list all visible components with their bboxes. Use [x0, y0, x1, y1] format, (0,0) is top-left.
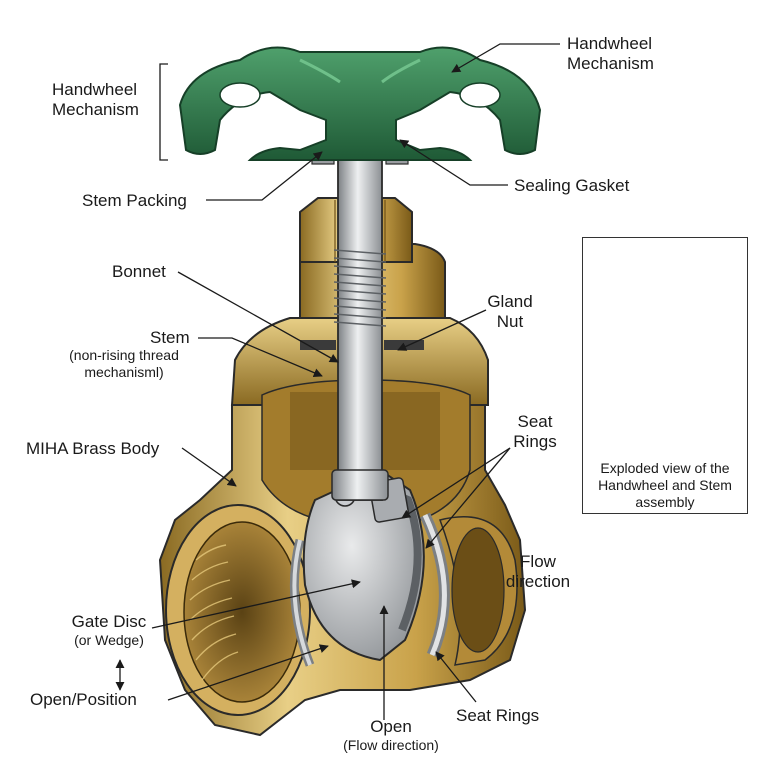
label-open: Open (Flow direction) — [343, 717, 439, 753]
label-stem-packing: Stem Packing — [82, 191, 187, 210]
inset-caption: Exploded view of the Handwheel and Stem … — [598, 460, 732, 510]
label-open-position: Open/Position — [30, 690, 137, 709]
label-seat-rings-bottom: Seat Rings — [456, 706, 540, 725]
exploded-view-inset — [582, 237, 748, 514]
label-stem-note: (non-rising thread mechanisml) — [69, 347, 179, 380]
label-gate-disc: Gate Disc (or Wedge) — [71, 612, 147, 648]
leader-lines — [115, 43, 560, 720]
label-bonnet: Bonnet — [112, 262, 166, 281]
label-handwheel-left: Handwheel Mechanism — [52, 80, 139, 119]
label-brass-body: MIHA Brass Body — [26, 439, 160, 458]
seat-rings — [289, 512, 450, 667]
label-handwheel-right: Handwheel Mechanism — [567, 34, 654, 73]
label-gland-nut: Gland Nut — [487, 292, 533, 331]
label-seat-rings-top: Seat Rings — [513, 412, 557, 451]
label-stem: Stem — [150, 328, 190, 347]
label-sealing-gasket: Sealing Gasket — [514, 176, 630, 195]
handwheel — [178, 46, 542, 161]
label-flow-direction: Flow direction — [505, 552, 571, 591]
